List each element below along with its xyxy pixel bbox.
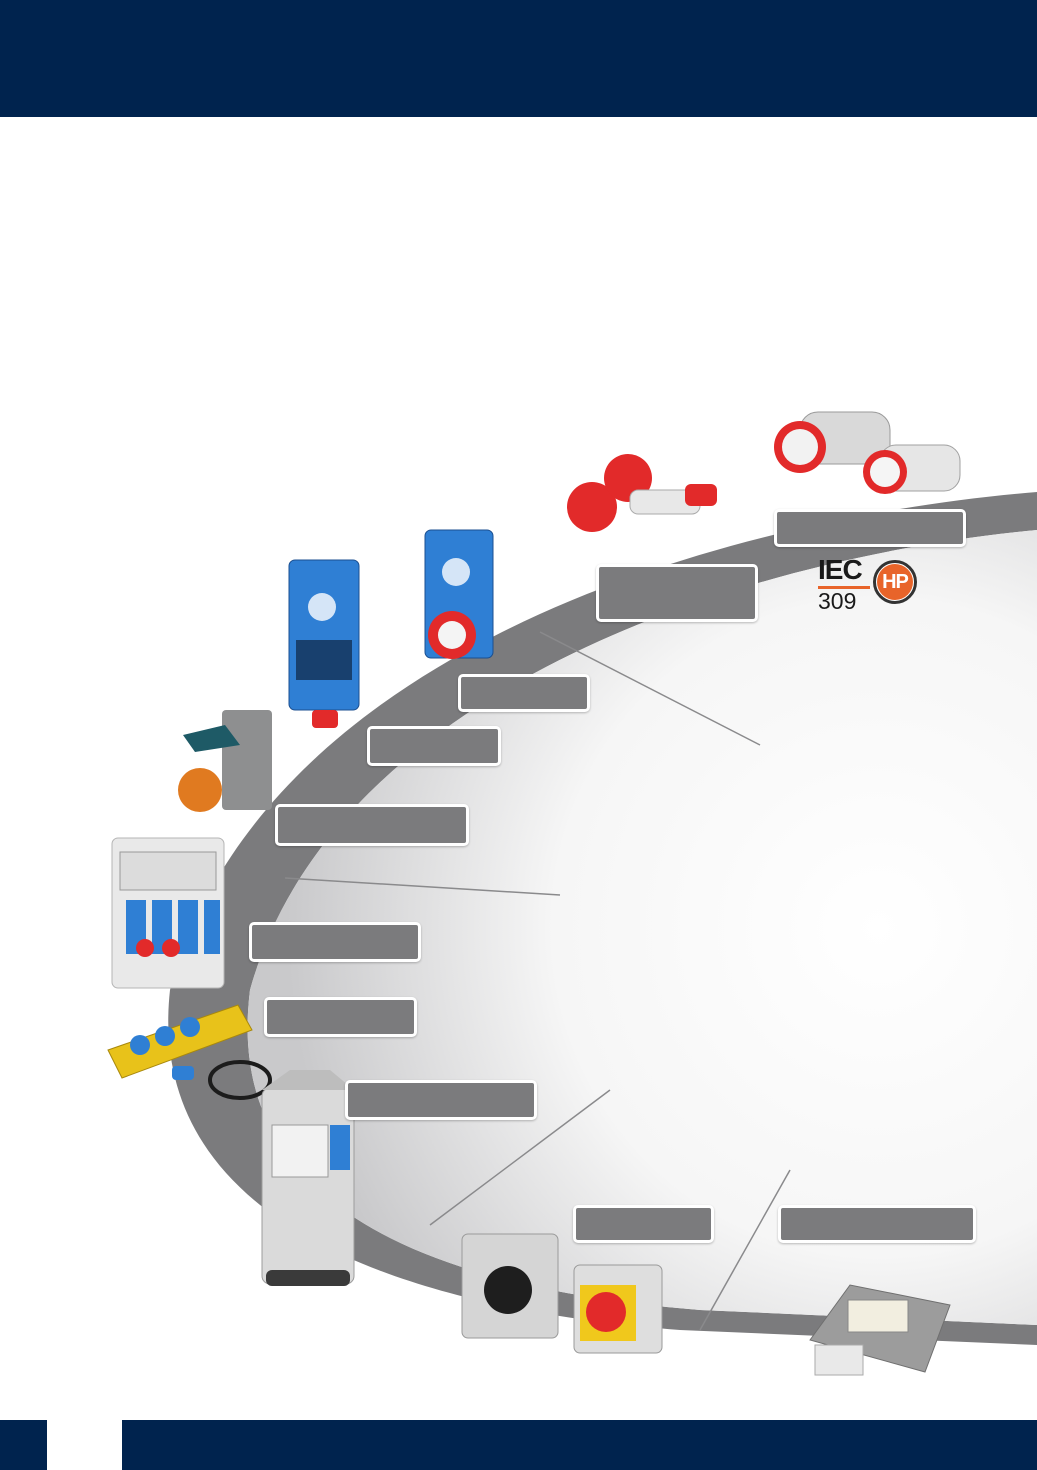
iec-text: IEC — [818, 554, 863, 585]
logo-rule — [818, 586, 870, 589]
label-box-plugs — [774, 509, 966, 547]
page-number-tab — [0, 1420, 47, 1470]
inner-field — [247, 530, 1037, 1325]
bottom-footer-band — [122, 1420, 1037, 1470]
label-box-distribution — [249, 922, 421, 962]
label-box-sockets — [275, 804, 469, 846]
rotary-isolator-switch-icon — [461, 1233, 663, 1354]
top-header-band — [0, 0, 1037, 117]
interlocked-socket-icon — [424, 529, 494, 659]
divider-line — [539, 631, 761, 746]
multipole-connector-icon — [809, 1284, 951, 1376]
portable-socket-adapter-icon — [567, 454, 717, 532]
interlocked-socket-with-window-icon — [288, 559, 360, 728]
label-box-pillars — [345, 1080, 537, 1120]
label-box-switches — [573, 1205, 714, 1243]
industrial-plugs-icon — [774, 411, 961, 494]
label-box-interlocked-window — [367, 726, 501, 766]
arc-band — [168, 492, 1037, 1345]
portable-socket-strip-icon — [107, 1004, 272, 1100]
label-box-portable — [264, 997, 417, 1037]
power-pillar-icon — [261, 1070, 355, 1286]
label-box-connectors — [778, 1205, 976, 1243]
orange-socket-outlet-icon — [178, 710, 272, 812]
divider-line — [284, 877, 561, 896]
label-box-interlocked — [458, 674, 590, 712]
iec-number: 309 — [818, 588, 857, 614]
divider-line — [429, 1089, 611, 1226]
divider-line — [699, 1169, 791, 1331]
hp-mark: HP — [877, 564, 913, 600]
iec-309-hp-logo: IEC 309 HP — [808, 550, 928, 620]
label-box-adapters — [596, 564, 758, 622]
distribution-board-icon — [111, 837, 225, 989]
